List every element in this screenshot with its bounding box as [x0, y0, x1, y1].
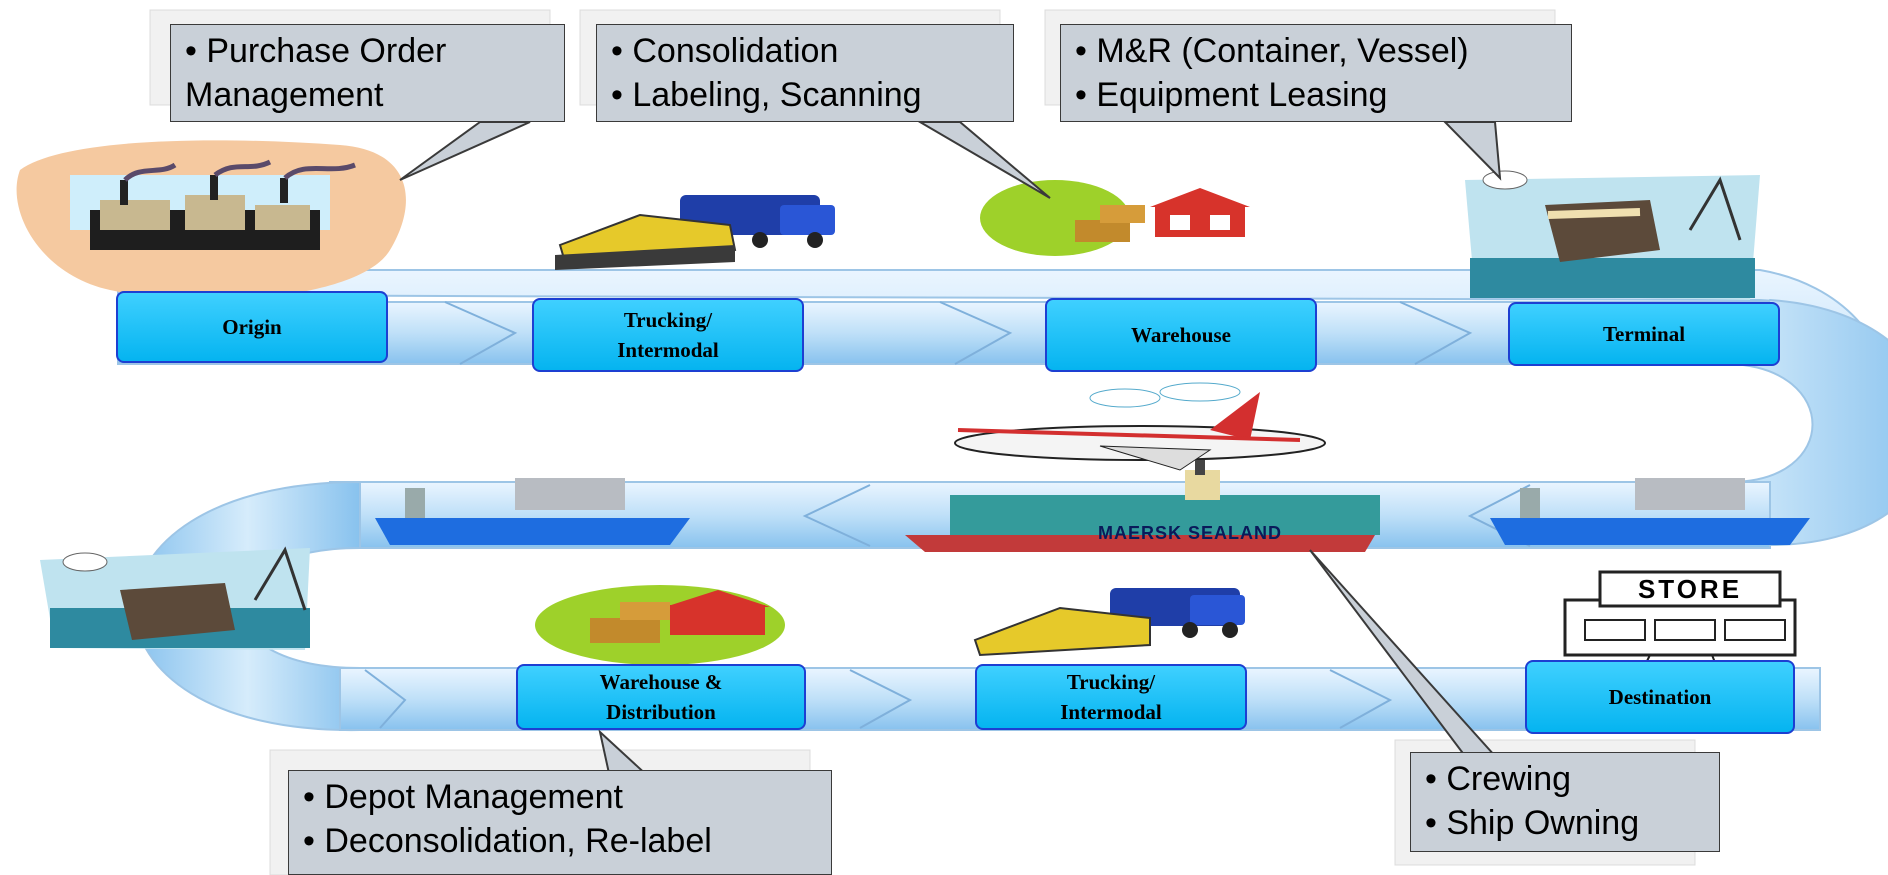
factory-icon: [16, 140, 406, 300]
ship-icon-middle-right: [1490, 478, 1810, 545]
stage-warehouse-distribution-line2: Distribution: [606, 700, 716, 724]
callout-consolidation-line2: • Labeling, Scanning: [611, 76, 922, 114]
flow-chevrons: [364, 301, 1531, 729]
stage-warehouse: Warehouse: [1045, 298, 1317, 372]
warehouse-icon-top: [980, 180, 1250, 256]
callout-depot-line1: • Depot Management: [303, 778, 623, 816]
warehouse-icon-bottom: [535, 585, 785, 665]
stage-trucking-top-line2: Intermodal: [617, 338, 719, 362]
stage-warehouse-distribution: Warehouse & Distribution: [516, 664, 806, 730]
callout-mr-leasing: • M&R (Container, Vessel) • Equipment Le…: [1060, 24, 1572, 122]
callout-consolidation-line1: • Consolidation: [611, 32, 839, 70]
stage-destination: Destination: [1525, 660, 1795, 734]
stage-terminal: Terminal: [1508, 302, 1780, 366]
callout-mr-line1: • M&R (Container, Vessel): [1075, 32, 1469, 70]
stage-trucking-intermodal-bottom: Trucking/ Intermodal: [975, 664, 1247, 730]
callout-purchase-line2: Management: [185, 76, 384, 114]
callout-crewing-line2: • Ship Owning: [1425, 804, 1640, 842]
train-truck-icon: [555, 195, 835, 270]
stage-destination-label: Destination: [1608, 685, 1712, 709]
store-icon: [1563, 570, 1797, 676]
callout-mr-line2: • Equipment Leasing: [1075, 76, 1388, 114]
stage-trucking-bottom-line1: Trucking/: [1066, 670, 1156, 694]
airplane-icon: [954, 382, 1326, 471]
stage-trucking-bottom-line2: Intermodal: [1060, 700, 1162, 724]
store-sign-text: STORE: [1637, 573, 1743, 604]
stage-origin: Origin: [116, 291, 388, 363]
terminal-port-icon-bottom: [40, 546, 310, 650]
container-ship-icon: [905, 460, 1380, 552]
callout-purchase-order: • Purchase Order Management: [170, 24, 565, 122]
callout-purchase-line1: • Purchase Order: [185, 32, 447, 70]
train-truck-icon-bottom: [973, 588, 1245, 657]
callout-depot-line2: • Deconsolidation, Re-label: [303, 822, 712, 860]
stage-trucking-top-line1: Trucking/: [623, 308, 713, 332]
ship-icon-middle-left: [375, 478, 690, 545]
stage-warehouse-distribution-line1: Warehouse &: [599, 670, 723, 694]
terminal-port-icon-top: [1465, 170, 1760, 300]
callout-pointers: [399, 121, 1502, 779]
stage-warehouse-label: Warehouse: [1131, 323, 1231, 347]
callout-consolidation: • Consolidation • Labeling, Scanning: [596, 24, 1014, 122]
stage-terminal-label: Terminal: [1602, 322, 1686, 346]
stage-trucking-intermodal-top: Trucking/ Intermodal: [532, 298, 804, 372]
flow-band-top-strip: [117, 301, 1779, 365]
callout-crewing: • Crewing • Ship Owning: [1410, 752, 1720, 852]
stage-origin-label: Origin: [222, 315, 282, 339]
callout-depot: • Depot Management • Deconsolidation, Re…: [288, 770, 832, 875]
callout-crewing-line1: • Crewing: [1425, 760, 1572, 798]
ship-name-text: MAERSK SEALAND: [1097, 523, 1282, 543]
